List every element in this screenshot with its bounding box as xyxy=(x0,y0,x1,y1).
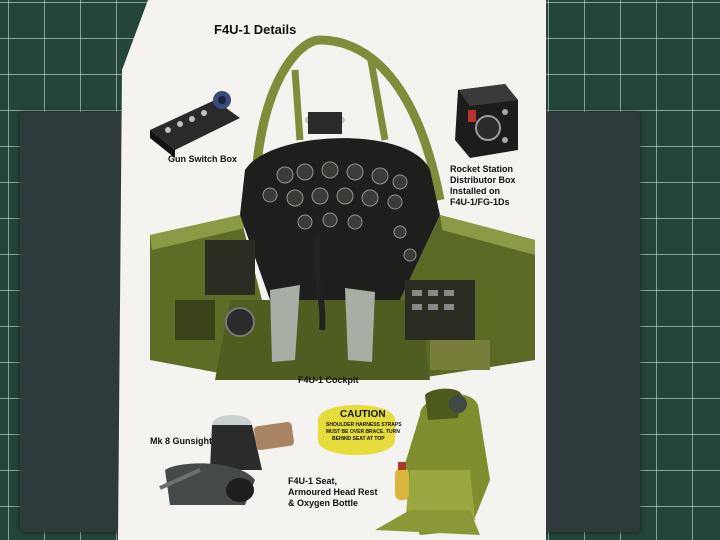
page-title: F4U-1 Details xyxy=(214,22,297,37)
caution-line: SHOULDER HARNESS STRAPS xyxy=(326,422,402,428)
label-rocket-station-line: Installed on xyxy=(450,186,501,196)
label-seat-line: Armoured Head Rest xyxy=(288,487,378,497)
label-gunsight: Mk 8 Gunsight xyxy=(150,436,213,446)
label-seat-line: & Oxygen Bottle xyxy=(288,498,359,508)
caution-heading: CAUTION xyxy=(340,409,386,420)
rocket-distributor-box-illustration xyxy=(455,84,518,158)
caution-placard xyxy=(318,405,395,455)
gun-switch-box-illustration xyxy=(150,91,240,158)
label-gun-switch-box: Gun Switch Box xyxy=(168,154,238,164)
cockpit-illustration xyxy=(150,35,535,380)
caution-line: MUST BE OVER BRACE. TURN xyxy=(326,429,400,435)
seat-illustration xyxy=(375,388,490,535)
gunsight-illustration xyxy=(159,415,294,505)
label-seat-line: F4U-1 Seat, xyxy=(288,476,338,486)
caution-line: BEHIND SEAT AT TOP xyxy=(332,436,385,442)
label-rocket-station-line: Rocket Station xyxy=(450,164,514,174)
label-cockpit: F4U-1 Cockpit xyxy=(298,375,359,385)
label-rocket-station-line: F4U-1/FG-1Ds xyxy=(450,197,510,207)
label-rocket-station-line: Distributor Box xyxy=(450,175,516,185)
